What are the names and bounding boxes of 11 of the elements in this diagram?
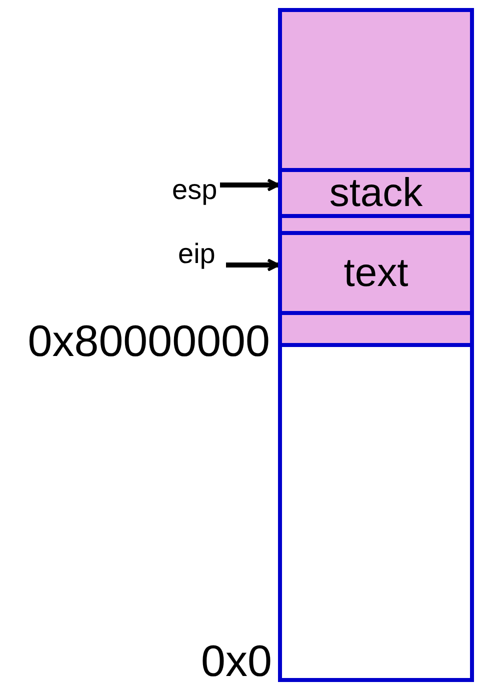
- register-label: eip: [178, 238, 216, 269]
- memory-segment: [282, 168, 470, 218]
- segment-label: stack: [329, 173, 423, 213]
- address-label: 0x80000000: [28, 320, 270, 364]
- address-label: 0x0: [201, 640, 272, 684]
- arrow: [220, 178, 280, 192]
- memory-column: [278, 8, 474, 682]
- segment-label: text: [344, 253, 408, 293]
- register-label: esp: [172, 174, 218, 205]
- arrow: [226, 258, 280, 272]
- memory-segment: [282, 231, 470, 315]
